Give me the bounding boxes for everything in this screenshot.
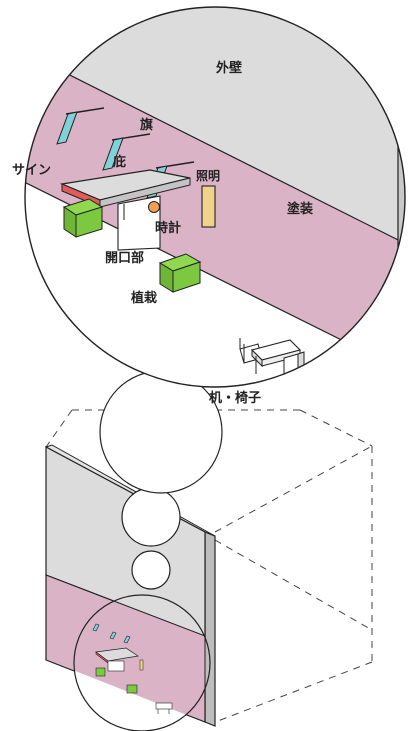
dashed-bounding-box	[45, 409, 373, 725]
planter-lower	[158, 253, 202, 293]
zoom-circle-1	[99, 370, 223, 494]
wall-overview	[44, 370, 373, 731]
clock-icon	[148, 201, 160, 213]
wall-side-face	[204, 531, 216, 727]
label-furniture: 机・椅子	[209, 390, 261, 406]
label-lighting: 照明	[196, 168, 220, 183]
table-and-chairs	[239, 338, 305, 377]
label-planting: 植栽	[130, 290, 157, 306]
label-exterior-wall: 外壁	[215, 60, 242, 76]
label-opening: 開口部	[105, 250, 144, 266]
label-eave: 庇	[113, 154, 126, 170]
label-flag: 旗	[140, 117, 153, 133]
exterior-wall-surface	[25, 7, 405, 256]
planter-upper	[62, 198, 104, 238]
lighting-fixture	[201, 185, 216, 228]
label-sign: サイン	[12, 163, 51, 178]
zoom-circle-3	[131, 550, 171, 590]
zoom-circle-2	[121, 487, 181, 547]
magnified-view: 外壁 旗 サイン 庇 照明 塗装 時計 開口部 植栽 机・椅子	[12, 6, 406, 406]
label-clock: 時計	[155, 220, 181, 236]
label-paint: 塗装	[287, 201, 313, 217]
wall-thickness-edge	[397, 7, 405, 387]
